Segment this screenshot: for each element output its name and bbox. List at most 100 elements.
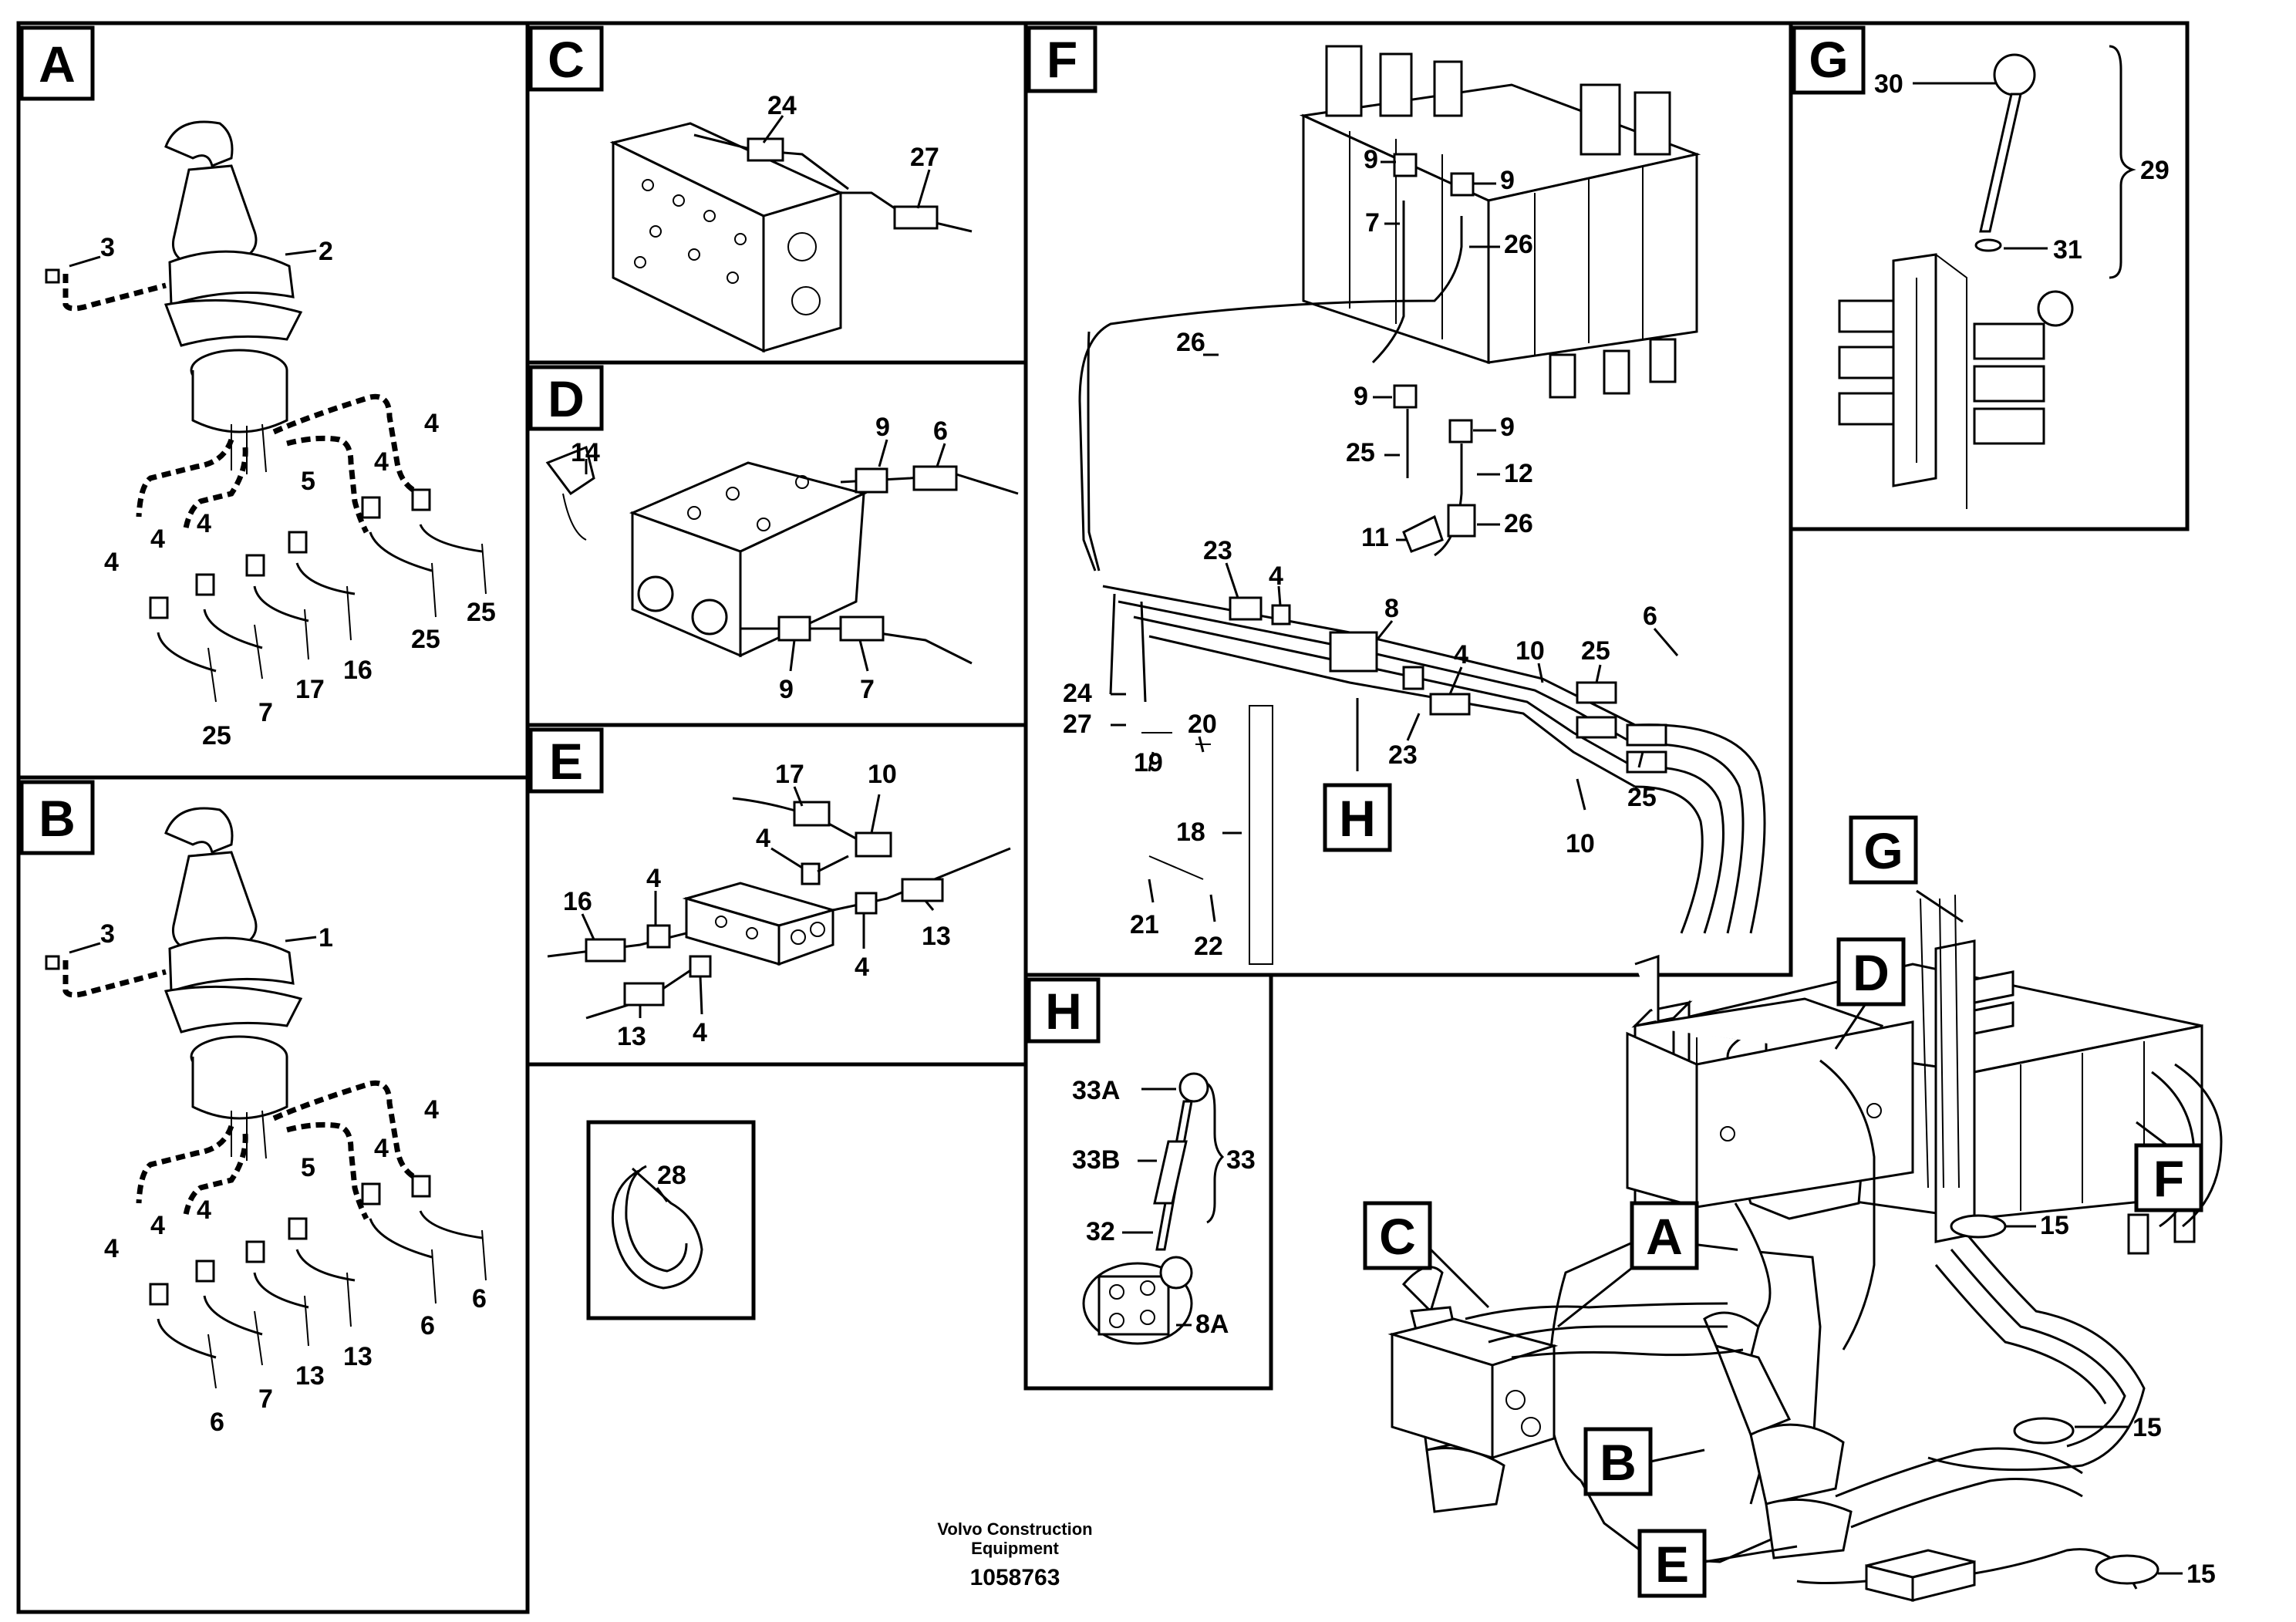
panel-g: G 30 29 31	[1789, 21, 2190, 531]
label-26: 26	[1504, 230, 1533, 259]
label-25: 25	[411, 625, 440, 654]
label-5: 5	[301, 1153, 315, 1182]
label-4: 4	[150, 524, 165, 554]
label-33: 33	[1226, 1145, 1256, 1175]
label-9: 9	[1500, 166, 1515, 195]
label-3: 3	[100, 919, 115, 949]
label-9: 9	[779, 675, 794, 704]
panel-d-tag-box	[528, 365, 604, 431]
overview-tag-g: G	[1863, 822, 1903, 879]
label-26: 26	[1504, 509, 1533, 538]
label-6: 6	[933, 416, 948, 446]
label-24: 24	[767, 91, 797, 120]
panel-g-tag-box	[1792, 25, 1866, 95]
label-18: 18	[1176, 818, 1205, 847]
label-26: 26	[1176, 328, 1205, 357]
label-23: 23	[1388, 740, 1418, 770]
label-8A: 8A	[1195, 1310, 1229, 1339]
drawing-number: 1058763	[970, 1565, 1060, 1590]
label-6: 6	[420, 1311, 435, 1340]
label-25: 25	[467, 598, 496, 627]
label-13: 13	[343, 1342, 373, 1371]
fittings-b	[45, 955, 487, 1389]
label-22: 22	[1194, 932, 1223, 961]
panel-e-tag-box	[528, 727, 604, 794]
label-13: 13	[295, 1361, 325, 1391]
label-6: 6	[210, 1408, 224, 1437]
overview-tag-b-box	[1583, 1427, 1653, 1496]
label-7: 7	[258, 1384, 273, 1414]
label-31: 31	[2053, 235, 2082, 265]
label-28: 28	[657, 1161, 686, 1190]
cable-tie-icon	[611, 1167, 703, 1290]
label-4: 4	[646, 864, 661, 893]
label-15: 15	[2186, 1560, 2216, 1589]
overview-tag-b: B	[1600, 1434, 1637, 1491]
panel-h-tag-box	[1027, 977, 1101, 1044]
label-7: 7	[258, 698, 273, 727]
label-5: 5	[301, 467, 315, 496]
cable-tie-box: 28	[586, 1120, 756, 1320]
label-6: 6	[1643, 602, 1657, 631]
label-16: 16	[563, 887, 592, 916]
panel-b: B 3 1 4 4 5	[16, 775, 530, 1614]
label-4: 4	[374, 447, 389, 477]
label-4: 4	[424, 1095, 439, 1125]
label-8: 8	[1384, 594, 1399, 623]
label-1: 1	[319, 923, 333, 953]
joystick-right	[164, 807, 303, 1161]
lock-lever	[1974, 53, 2036, 252]
panel-f-tag-box	[1027, 25, 1097, 93]
label-33B: 33B	[1072, 1145, 1120, 1175]
label-4: 4	[693, 1018, 707, 1047]
label-11: 11	[1361, 523, 1389, 552]
label-15: 15	[2040, 1211, 2069, 1240]
label-4: 4	[1454, 640, 1468, 669]
panel-a-tag-box	[19, 25, 95, 101]
overview-tag-f-box	[2134, 1143, 2203, 1212]
label-4: 4	[756, 824, 770, 853]
panel-h-tag: H	[1045, 983, 1082, 1040]
label-33A: 33A	[1072, 1076, 1120, 1105]
panel-b-tag: B	[39, 790, 76, 847]
overview-tag-e: E	[1655, 1536, 1689, 1593]
label-10: 10	[1566, 829, 1595, 858]
label-27: 27	[1063, 710, 1092, 739]
label-4: 4	[424, 409, 439, 438]
overview-tag-c-box	[1363, 1201, 1432, 1270]
overview-tag-d: D	[1853, 944, 1890, 1001]
panel-f-subtag: H	[1339, 790, 1376, 847]
label-25: 25	[1581, 636, 1610, 666]
overview-tag-a-box	[1630, 1201, 1699, 1270]
label-2: 2	[319, 237, 333, 266]
overview-tag-c: C	[1379, 1208, 1416, 1265]
label-9: 9	[1500, 413, 1515, 442]
panel-c: C 24 27	[525, 21, 1028, 365]
overview-tag-a: A	[1646, 1208, 1683, 1265]
panel-c-tag-box	[528, 25, 604, 92]
panel-d-tag: D	[548, 370, 585, 427]
label-20: 20	[1188, 710, 1217, 739]
overview-tag-g-box	[1849, 815, 1918, 885]
label-4: 4	[197, 1195, 211, 1225]
label-10: 10	[1515, 636, 1545, 666]
panel-b-tag-box	[19, 780, 95, 855]
label-29: 29	[2140, 156, 2170, 185]
label-4: 4	[374, 1134, 389, 1163]
overview-tag-d-box	[1836, 937, 1906, 1007]
overview-assembly: G D F C A B E 15 15 15	[1363, 815, 2223, 1602]
panel-f-tag: F	[1047, 31, 1077, 88]
panel-c-tag: C	[548, 31, 585, 88]
panel-a: A 3 2 4 4 5	[16, 21, 530, 780]
label-25: 25	[1627, 783, 1657, 812]
label-13: 13	[922, 922, 951, 951]
panel-f-subtag-box	[1323, 783, 1392, 852]
label-10: 10	[868, 760, 897, 789]
fittings-a	[45, 268, 487, 703]
label-9: 9	[1354, 382, 1368, 411]
label-32: 32	[1086, 1217, 1115, 1246]
label-7: 7	[1365, 208, 1380, 238]
overview-tag-e-box	[1637, 1529, 1707, 1598]
label-14: 14	[571, 438, 600, 467]
